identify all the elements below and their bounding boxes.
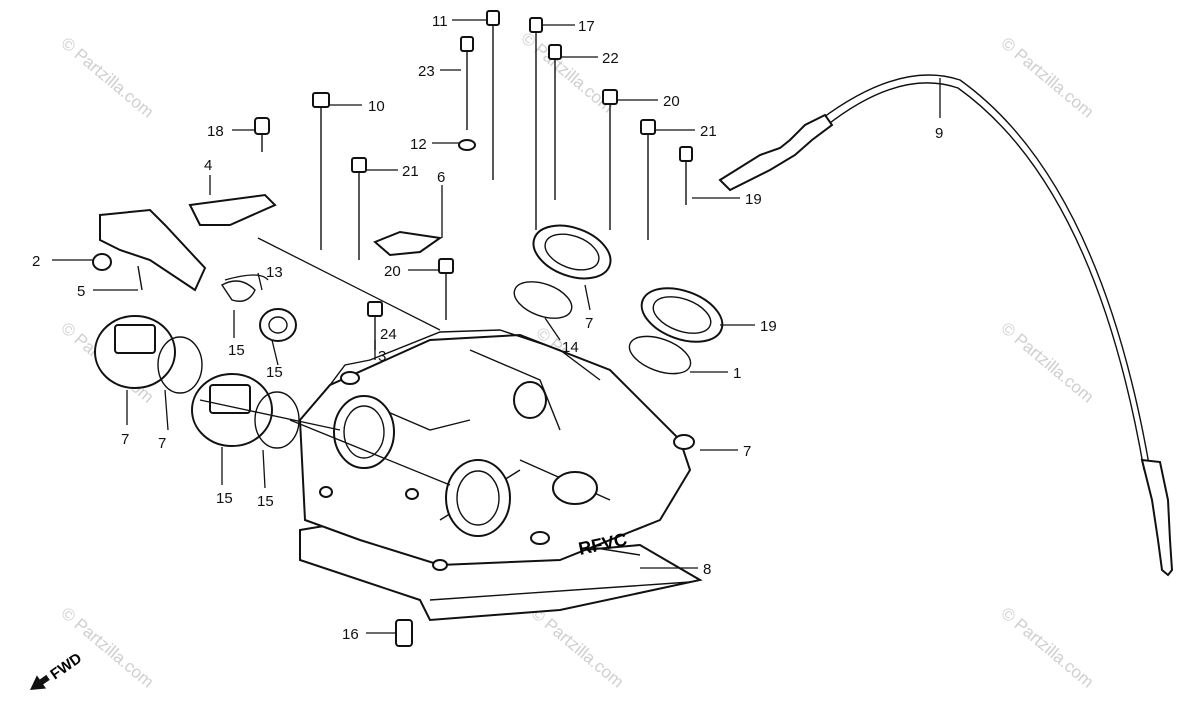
callout-labels: 11 17 22 23 10 20 21 18 12 9 4 21 6 19 2… bbox=[32, 13, 943, 643]
callout-label: 18 bbox=[207, 123, 224, 140]
caps-and-o-rings bbox=[94, 224, 724, 647]
watermark: © Partzilla.com bbox=[527, 604, 627, 692]
callout-label: 14 bbox=[562, 339, 579, 356]
callout-label: 17 bbox=[578, 18, 595, 35]
callout-label: 15 bbox=[257, 493, 274, 510]
callout-label: 7 bbox=[743, 443, 751, 460]
callout-label: 12 bbox=[410, 136, 427, 153]
callout-label: 7 bbox=[585, 315, 593, 332]
callout-label: 7 bbox=[158, 435, 166, 452]
watermark: © Partzilla.com bbox=[997, 34, 1097, 122]
callout-label: 9 bbox=[935, 125, 943, 142]
callout-label: 15 bbox=[216, 490, 233, 507]
decompressor-cable bbox=[718, 74, 1174, 577]
callout-label: 8 bbox=[703, 561, 711, 578]
callout-label: 19 bbox=[760, 318, 777, 335]
forward-direction-marker: FWD bbox=[30, 650, 85, 690]
arrow-icon bbox=[30, 674, 50, 690]
callout-label: 20 bbox=[384, 263, 401, 280]
watermark: © Partzilla.com bbox=[57, 34, 157, 122]
callout-label: 13 bbox=[266, 264, 283, 281]
callout-label: 6 bbox=[437, 169, 445, 186]
watermark: © Partzilla.com bbox=[997, 604, 1097, 692]
callout-label: 1 bbox=[733, 365, 741, 382]
callout-label: 16 bbox=[342, 626, 359, 643]
callout-label: 2 bbox=[32, 253, 40, 270]
callout-label: 20 bbox=[663, 93, 680, 110]
callout-label: 22 bbox=[602, 50, 619, 67]
callout-label: 19 bbox=[745, 191, 762, 208]
callout-label: 4 bbox=[204, 157, 212, 174]
callout-label: 23 bbox=[418, 63, 435, 80]
callout-label: 21 bbox=[402, 163, 419, 180]
bolts bbox=[254, 10, 693, 350]
callout-label: 15 bbox=[266, 364, 283, 381]
fwd-label: FWD bbox=[47, 650, 85, 684]
callout-label: 24 bbox=[380, 326, 397, 343]
callout-label: 21 bbox=[700, 123, 717, 140]
cylinder-head-cover: RFVC bbox=[298, 329, 703, 622]
watermark: © Partzilla.com bbox=[57, 604, 157, 692]
breather-parts bbox=[92, 193, 443, 342]
callout-label: 3 bbox=[378, 348, 386, 365]
leader-lines bbox=[52, 19, 941, 634]
callout-label: 7 bbox=[121, 431, 129, 448]
watermark: © Partzilla.com bbox=[997, 319, 1097, 407]
callout-label: 15 bbox=[228, 342, 245, 359]
callout-label: 10 bbox=[368, 98, 385, 115]
callout-label: 5 bbox=[77, 283, 85, 300]
callout-label: 11 bbox=[432, 13, 448, 30]
